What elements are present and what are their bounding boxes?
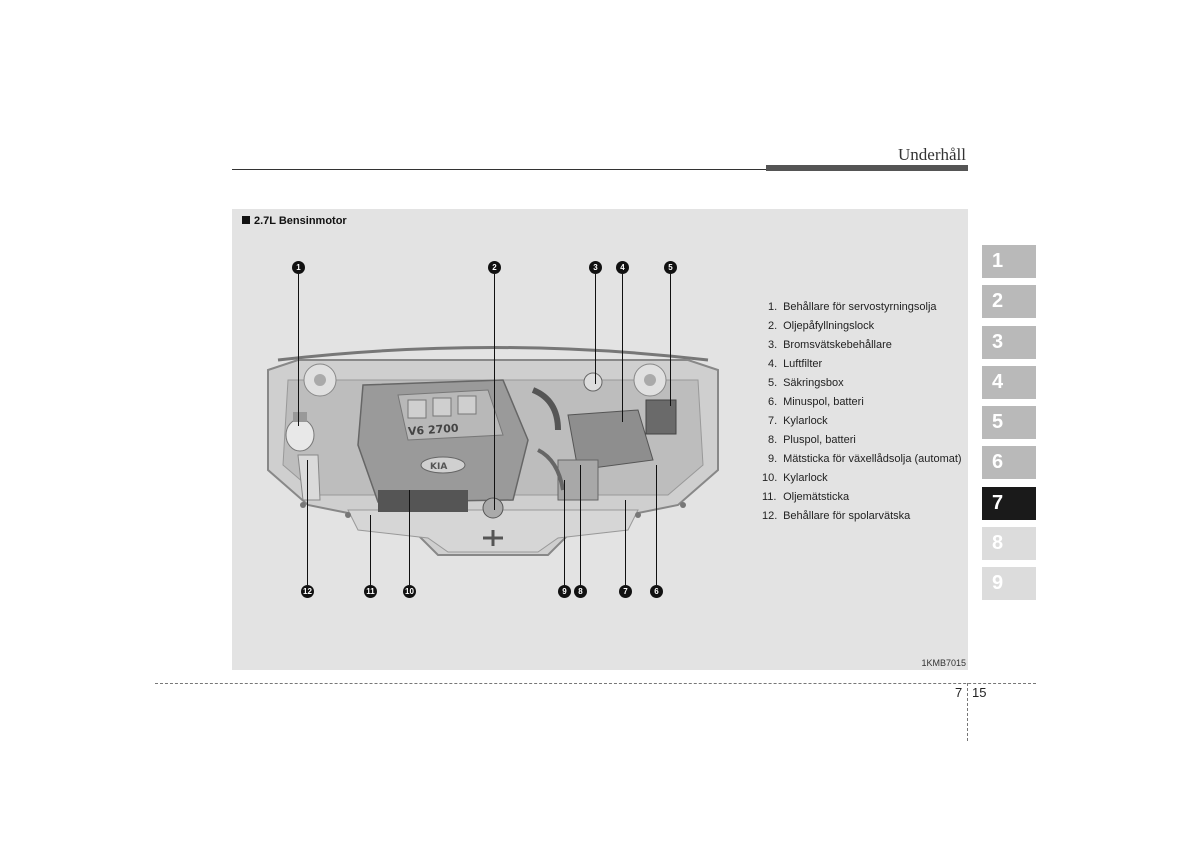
legend-item: 6. Minuspol, batteri: [768, 396, 864, 408]
callout-2: 2: [488, 261, 501, 274]
page-header-title: Underhåll: [898, 145, 966, 164]
leader-line-9: [564, 480, 565, 585]
figure-title: 2.7L Bensinmotor: [242, 215, 347, 227]
page-number: 15: [972, 685, 987, 700]
chapter-tab-1[interactable]: 1: [982, 245, 1036, 278]
leader-line-1: [298, 274, 299, 426]
brand-badge: KIA: [430, 462, 447, 472]
leader-line-11: [370, 515, 371, 585]
chapter-tab-8[interactable]: 8: [982, 527, 1036, 560]
callout-6: 6: [650, 585, 663, 598]
callout-7: 7: [619, 585, 632, 598]
legend-item: 7. Kylarlock: [768, 415, 828, 427]
footer-dashed-divider: [967, 683, 968, 741]
leader-line-4: [622, 274, 623, 422]
callout-5: 5: [664, 261, 677, 274]
legend-item: 2. Oljepåfyllningslock: [768, 320, 875, 332]
leader-line-6: [656, 465, 657, 585]
leader-line-10: [409, 490, 410, 585]
parts-legend: 1. Behållare för servostyrningsolja 2. O…: [762, 300, 963, 528]
page-chapter-number: 7: [955, 685, 963, 700]
chapter-tab-3[interactable]: 3: [982, 326, 1036, 359]
leader-line-2: [494, 274, 495, 510]
engine-bay-illustration: V6 2700 KIA: [267, 346, 719, 556]
legend-item: 4. Luftfilter: [768, 358, 823, 370]
chapter-tab-4[interactable]: 4: [982, 366, 1036, 399]
leader-line-7: [625, 500, 626, 585]
callout-10: 10: [403, 585, 416, 598]
legend-item: 1. Behållare för servostyrningsolja: [768, 301, 937, 313]
legend-item: 12. Behållare för spolarvätska: [762, 510, 911, 522]
legend-item: 8. Pluspol, batteri: [768, 434, 856, 446]
leader-line-3: [595, 274, 596, 384]
callout-9: 9: [558, 585, 571, 598]
chapter-tab-9[interactable]: 9: [982, 567, 1036, 600]
chapter-tab-7[interactable]: 7: [982, 487, 1036, 520]
callout-12: 12: [301, 585, 314, 598]
chapter-tab-2[interactable]: 2: [982, 285, 1036, 318]
callout-11: 11: [364, 585, 377, 598]
legend-item: 11. Oljemätsticka: [762, 491, 850, 503]
callout-8: 8: [574, 585, 587, 598]
callout-3: 3: [589, 261, 602, 274]
leader-line-5: [670, 274, 671, 406]
chapter-tab-6[interactable]: 6: [982, 446, 1036, 479]
leader-line-12: [307, 460, 308, 585]
legend-item: 10. Kylarlock: [762, 472, 828, 484]
leader-line-8: [580, 465, 581, 585]
callout-1: 1: [292, 261, 305, 274]
figure-title-text: 2.7L Bensinmotor: [254, 215, 347, 227]
callout-4: 4: [616, 261, 629, 274]
legend-item: 3. Bromsvätskebehållare: [768, 339, 892, 351]
header-rule: [232, 169, 766, 170]
bullet-square-icon: [242, 216, 250, 224]
legend-item: 9. Mätsticka för växellådsolja (automat): [768, 453, 962, 465]
header-rule-accent: [766, 165, 968, 171]
legend-item: 5. Säkringsbox: [768, 377, 844, 389]
engine-badge: V6 2700: [408, 422, 460, 439]
footer-dashed-rule: [155, 683, 1036, 684]
image-code: 1KMB7015: [921, 658, 966, 668]
chapter-tab-5[interactable]: 5: [982, 406, 1036, 439]
